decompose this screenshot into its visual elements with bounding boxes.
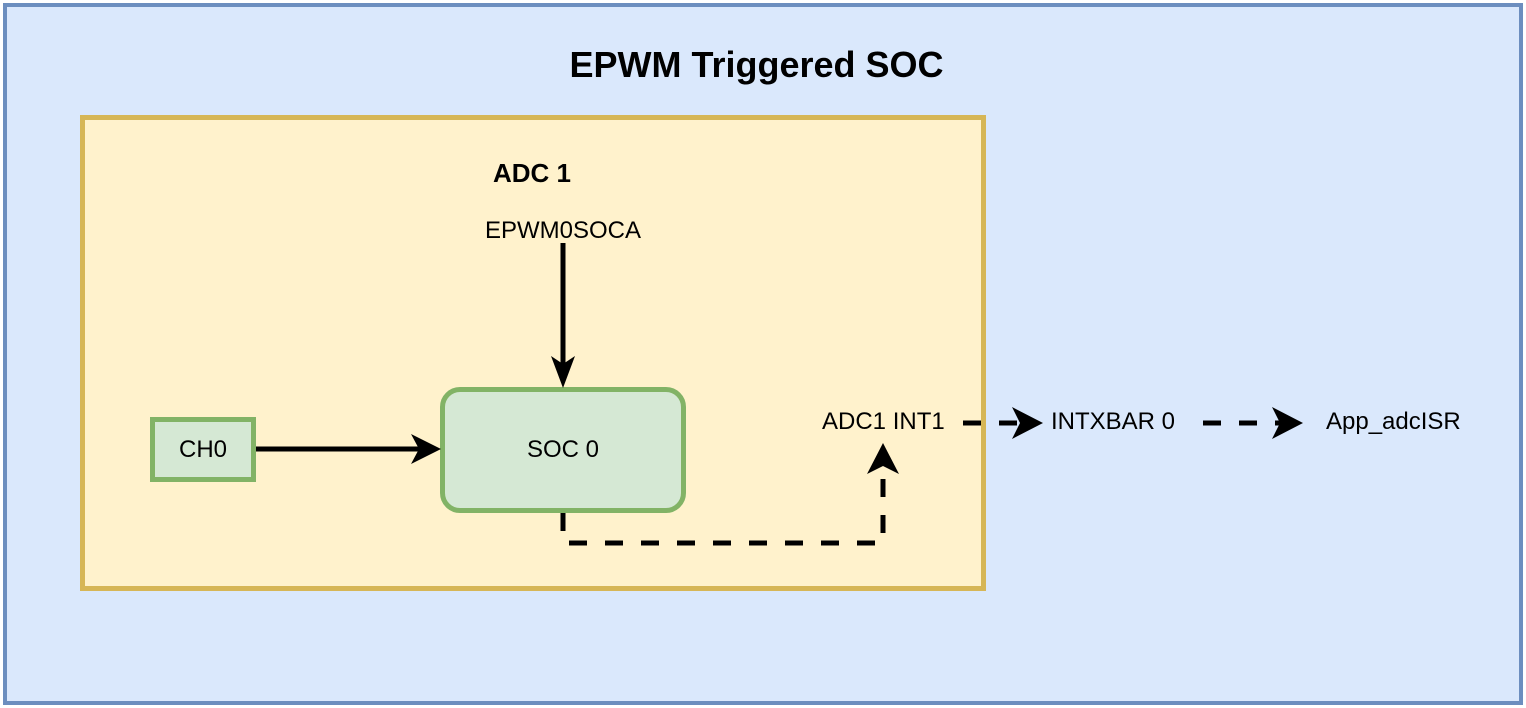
intxbar-to-isr-arrow <box>1203 407 1303 439</box>
channel-node: CH0 <box>150 417 256 482</box>
isr-label: App_adcISR <box>1326 408 1461 435</box>
interrupt-label: ADC1 INT1 <box>822 408 945 435</box>
trigger-arrow <box>551 243 575 388</box>
channel-node-label: CH0 <box>178 435 227 463</box>
diagram-title: EPWM Triggered SOC <box>569 44 944 85</box>
soc-to-interrupt-arrow <box>560 443 899 546</box>
trigger-label: EPWM0SOCA <box>485 217 642 244</box>
soc-node: SOC 0 <box>440 387 686 513</box>
soc-node-label: SOC 0 <box>526 436 600 463</box>
intxbar-label: INTXBAR 0 <box>1051 408 1176 435</box>
adc-block-title: ADC 1 <box>492 158 571 188</box>
channel-to-soc-arrow <box>256 434 441 464</box>
interrupt-to-intxbar-arrow <box>963 407 1043 439</box>
